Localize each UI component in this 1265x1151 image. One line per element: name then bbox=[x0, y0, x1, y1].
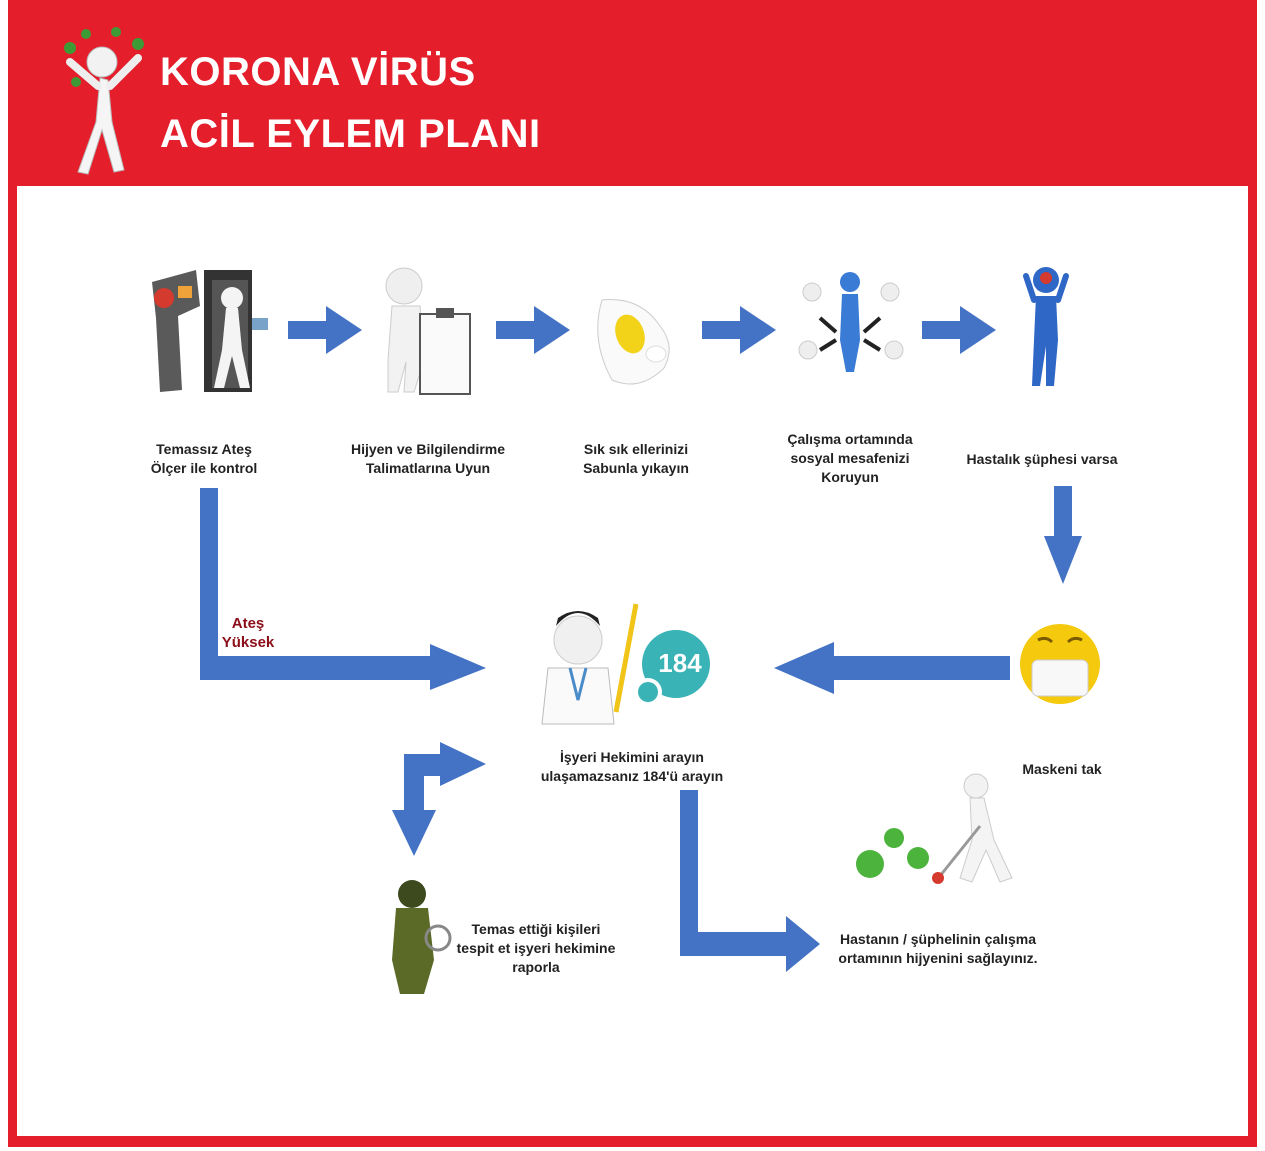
arrow-2-3 bbox=[496, 306, 570, 354]
cleaning-virus-icon bbox=[856, 773, 1013, 884]
step-hygiene-instructions-label: Hijyen ve Bilgilendirme Talimatlarına Uy… bbox=[350, 441, 506, 476]
doctor-icon bbox=[541, 611, 615, 725]
step-social-distance-label: Çalışma ortamında sosyal mesafenizi Koru… bbox=[787, 431, 913, 485]
social-distance-icon bbox=[798, 272, 904, 372]
step-handwash-label: Sık sık ellerinizi Sabunla yıkayın bbox=[583, 441, 689, 476]
arrow-1-2 bbox=[288, 306, 362, 354]
call-doctor-label: İşyeri Hekimini arayın ulaşamazsanız 184… bbox=[540, 749, 724, 784]
divider-slash bbox=[613, 603, 639, 713]
thermometer-icon bbox=[152, 270, 200, 392]
door-figure-icon bbox=[204, 270, 268, 392]
detective-icon bbox=[392, 880, 452, 994]
arrow-mask-to-doctor bbox=[774, 642, 1010, 694]
arrow-step5-to-mask bbox=[1044, 486, 1082, 584]
sick-person-icon bbox=[1023, 267, 1069, 386]
arrow-3-4 bbox=[702, 306, 776, 354]
header-banner: KORONA VİRÜS ACİL EYLEM PLANI bbox=[8, 0, 1257, 182]
arrow-fever-to-doctor bbox=[200, 488, 486, 690]
step-suspicion-label: Hastalık şüphesi varsa bbox=[966, 451, 1118, 467]
contacts-report-label: Temas ettiği kişileri tespit et işyeri h… bbox=[456, 921, 616, 975]
hand-washing-icon bbox=[597, 299, 670, 385]
clipboard-figure-icon bbox=[385, 267, 471, 395]
top-arrows bbox=[288, 306, 996, 354]
mask-label: Maskeni tak bbox=[1022, 761, 1102, 777]
arrow-4-5 bbox=[922, 306, 996, 354]
workplace-hygiene-label: Hastanın / şüphelinin çalışma ortamının … bbox=[838, 931, 1038, 966]
fever-high-label: Ateş Yüksek bbox=[221, 615, 275, 651]
mask-face-icon bbox=[1020, 624, 1100, 704]
virus-juggler-icon bbox=[64, 27, 144, 175]
hotline-badge bbox=[634, 630, 710, 706]
arrow-doctor-to-contacts bbox=[392, 742, 486, 856]
title-line-1: KORONA VİRÜS bbox=[160, 50, 476, 94]
arrow-doctor-to-hygiene bbox=[680, 790, 820, 972]
title-line-2: ACİL EYLEM PLANI bbox=[160, 112, 541, 156]
hotline-number: 184 bbox=[658, 648, 702, 678]
step-fever-check-label: Temassız Ateş Ölçer ile kontrol bbox=[150, 441, 258, 476]
